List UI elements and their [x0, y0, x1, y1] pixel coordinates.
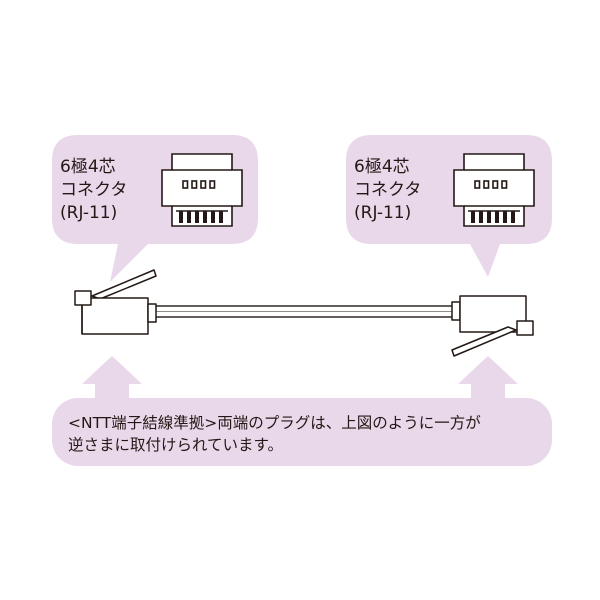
- right-jack-icon: [453, 153, 535, 227]
- cable: [149, 305, 459, 318]
- left-jack-icon: [161, 153, 243, 227]
- note-box: <NTT端子結線準拠>両端のプラグは、上図のように一方が 逆さまに取付けられてい…: [52, 398, 552, 466]
- note-background: [52, 398, 552, 466]
- right-plug-icon: [451, 295, 534, 357]
- note-line2: 逆さまに取付けられています。: [68, 436, 283, 454]
- right-up-arrow-icon: [458, 356, 518, 398]
- left-up-arrow-icon: [82, 356, 142, 398]
- right-bubble-line2: コネクタ: [354, 180, 421, 200]
- left-bubble-line3: (RJ-11): [60, 203, 117, 223]
- left-plug-icon: [74, 269, 157, 335]
- note-line1: <NTT端子結線準拠>両端のプラグは、上図のように一方が: [68, 414, 481, 432]
- right-bubble-line3: (RJ-11): [354, 203, 411, 223]
- left-bubble-line1: 6極4芯: [60, 157, 116, 177]
- left-connector-bubble: 6極4芯 コネクタ (RJ-11): [52, 135, 258, 282]
- right-bubble-line1: 6極4芯: [354, 157, 410, 177]
- left-bubble-line2: コネクタ: [60, 180, 127, 200]
- right-connector-bubble: 6極4芯 コネクタ (RJ-11): [346, 135, 552, 277]
